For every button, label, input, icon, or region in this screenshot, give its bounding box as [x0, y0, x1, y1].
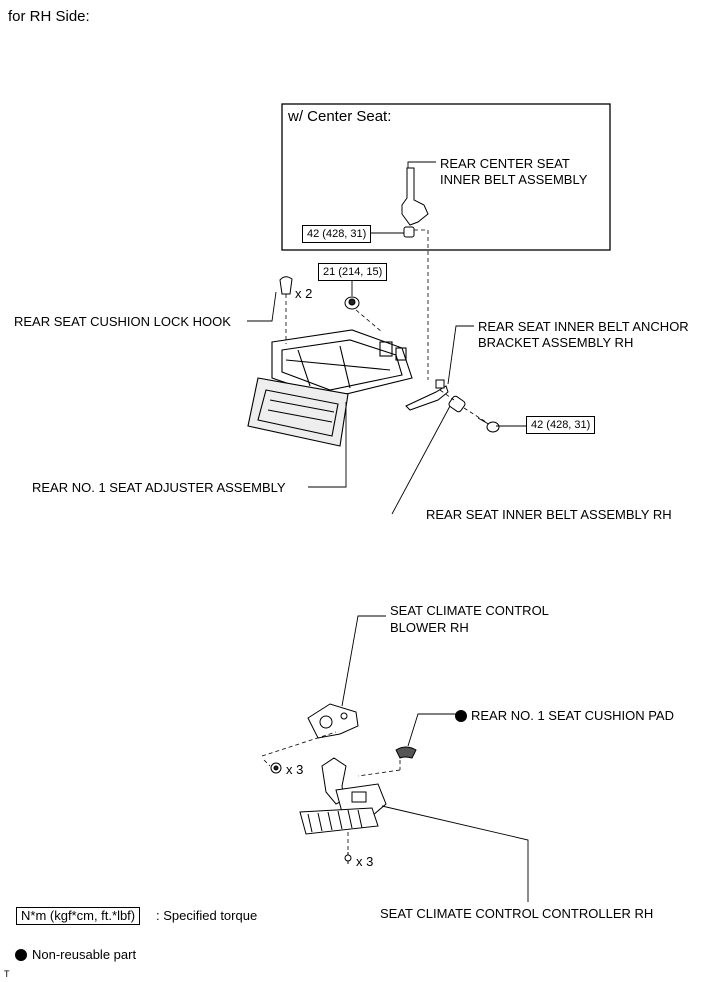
torque-center-belt: 42 (428, 31) [302, 225, 372, 243]
leader-lines [247, 161, 529, 902]
inner-belt-part [448, 395, 466, 413]
seat-adjuster-part [247, 329, 413, 447]
legend-torque-text: : Specified torque [156, 908, 258, 923]
torque-inner-belt: 42 (428, 31) [526, 416, 596, 434]
qty-blower-nut: x 3 [286, 762, 304, 777]
label-blower-1: SEAT CLIMATE CONTROL [390, 603, 549, 618]
nonreusable-dot-icon [15, 949, 27, 961]
dashed-guides [261, 229, 487, 852]
label-adjuster: REAR NO. 1 SEAT ADJUSTER ASSEMBLY [32, 480, 286, 495]
lock-hook-part [279, 276, 293, 295]
footer-mark: T [4, 969, 10, 979]
controller-part [299, 757, 387, 835]
anchor-bracket-part [405, 379, 449, 411]
center-seat-frame [281, 103, 611, 251]
legend-torque-box: N*m (kgf*cm, ft.*lbf) [16, 907, 141, 925]
cushion-pad-part [395, 746, 417, 759]
center-belt-part [401, 167, 429, 238]
label-center-belt-1: REAR CENTER SEAT [440, 156, 570, 171]
blower-nut-part [270, 762, 282, 774]
label-controller: SEAT CLIMATE CONTROL CONTROLLER RH [380, 906, 654, 921]
controller-clip-part [344, 852, 352, 864]
inset-title: w/ Center Seat: [288, 108, 392, 125]
qty-controller-clip: x 3 [356, 854, 374, 869]
label-blower-2: BLOWER RH [390, 620, 469, 635]
blower-part [307, 703, 359, 739]
page-heading: for RH Side: [8, 8, 90, 25]
label-center-belt-2: INNER BELT ASSEMBLY [440, 172, 588, 187]
adjuster-nut-part [344, 296, 360, 310]
label-lock-hook: REAR SEAT CUSHION LOCK HOOK [14, 314, 231, 329]
torque-adjuster-nut: 21 (214, 15) [318, 263, 388, 281]
label-anchor-1: REAR SEAT INNER BELT ANCHOR [478, 319, 689, 334]
cushion-pad-nonreusable-icon [455, 710, 467, 722]
label-inner-belt: REAR SEAT INNER BELT ASSEMBLY RH [426, 507, 672, 522]
bolt-part [477, 417, 500, 433]
legend-nonreusable-text: Non-reusable part [32, 947, 137, 962]
label-cushion-pad: REAR NO. 1 SEAT CUSHION PAD [471, 708, 674, 723]
label-anchor-2: BRACKET ASSEMBLY RH [478, 335, 634, 350]
qty-lock-hook: x 2 [295, 286, 313, 301]
